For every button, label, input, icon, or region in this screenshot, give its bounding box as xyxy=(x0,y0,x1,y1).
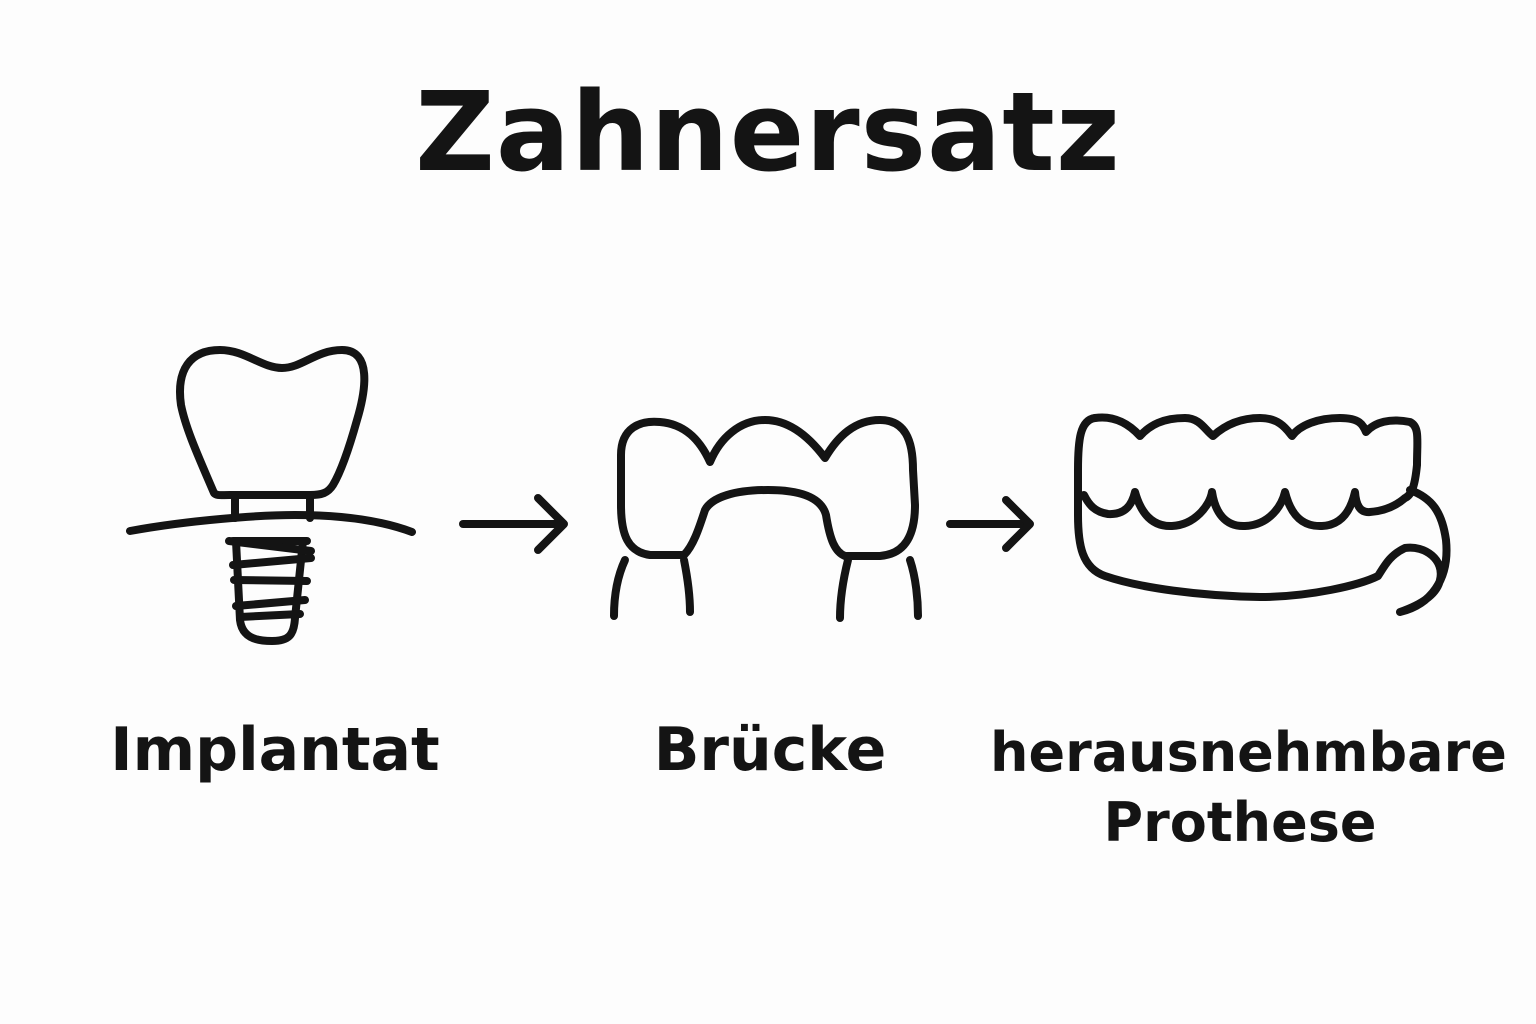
implant-thread-3 xyxy=(230,576,311,585)
bridge-outline xyxy=(617,416,919,560)
implant-thread-2 xyxy=(229,554,315,569)
implant-thread-4 xyxy=(232,596,309,610)
bridge-abutment-right-inner xyxy=(836,556,852,622)
diagram-title: Zahnersatz xyxy=(415,68,1121,196)
implant-thread-5 xyxy=(236,610,304,621)
arrow-icon xyxy=(946,496,1034,552)
implant-thread-1 xyxy=(225,537,315,555)
label-prothese-line1: herausnehmbare xyxy=(990,721,1507,784)
bridge-abutment-left-outer xyxy=(610,556,629,620)
label-implantat: Implantat xyxy=(110,715,440,785)
bridge-abutment-right-outer xyxy=(906,556,922,620)
denture-base xyxy=(1074,414,1451,616)
label-prothese: herausnehmbare Prothese xyxy=(990,718,1507,858)
dental-bridge-icon xyxy=(610,416,922,622)
arrow-icon xyxy=(459,494,568,554)
bridge-abutment-left-inner xyxy=(680,556,694,616)
dental-implant-icon xyxy=(126,346,416,645)
gum-line xyxy=(126,511,416,536)
implant-crown xyxy=(176,346,369,500)
label-prothese-line2: Prothese xyxy=(1103,791,1377,854)
label-bruecke: Brücke xyxy=(653,715,887,785)
removable-denture-icon xyxy=(1074,413,1451,616)
denture-teeth xyxy=(1080,413,1422,530)
